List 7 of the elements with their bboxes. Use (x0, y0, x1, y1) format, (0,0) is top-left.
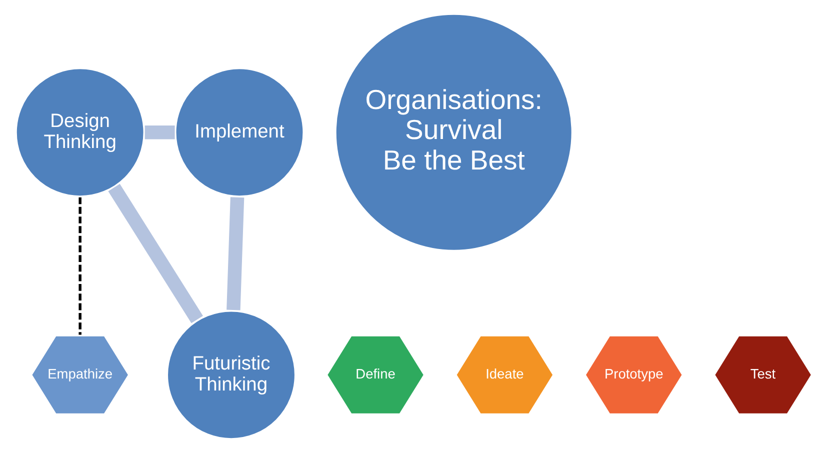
node-circle: Implement (173, 66, 305, 198)
connector (226, 197, 244, 310)
node-circle: Design Thinking (14, 66, 146, 198)
connector (78, 197, 81, 335)
connector (144, 126, 174, 140)
connector (108, 184, 202, 324)
node-circle: Organisations: Survival Be the Best (333, 12, 574, 253)
